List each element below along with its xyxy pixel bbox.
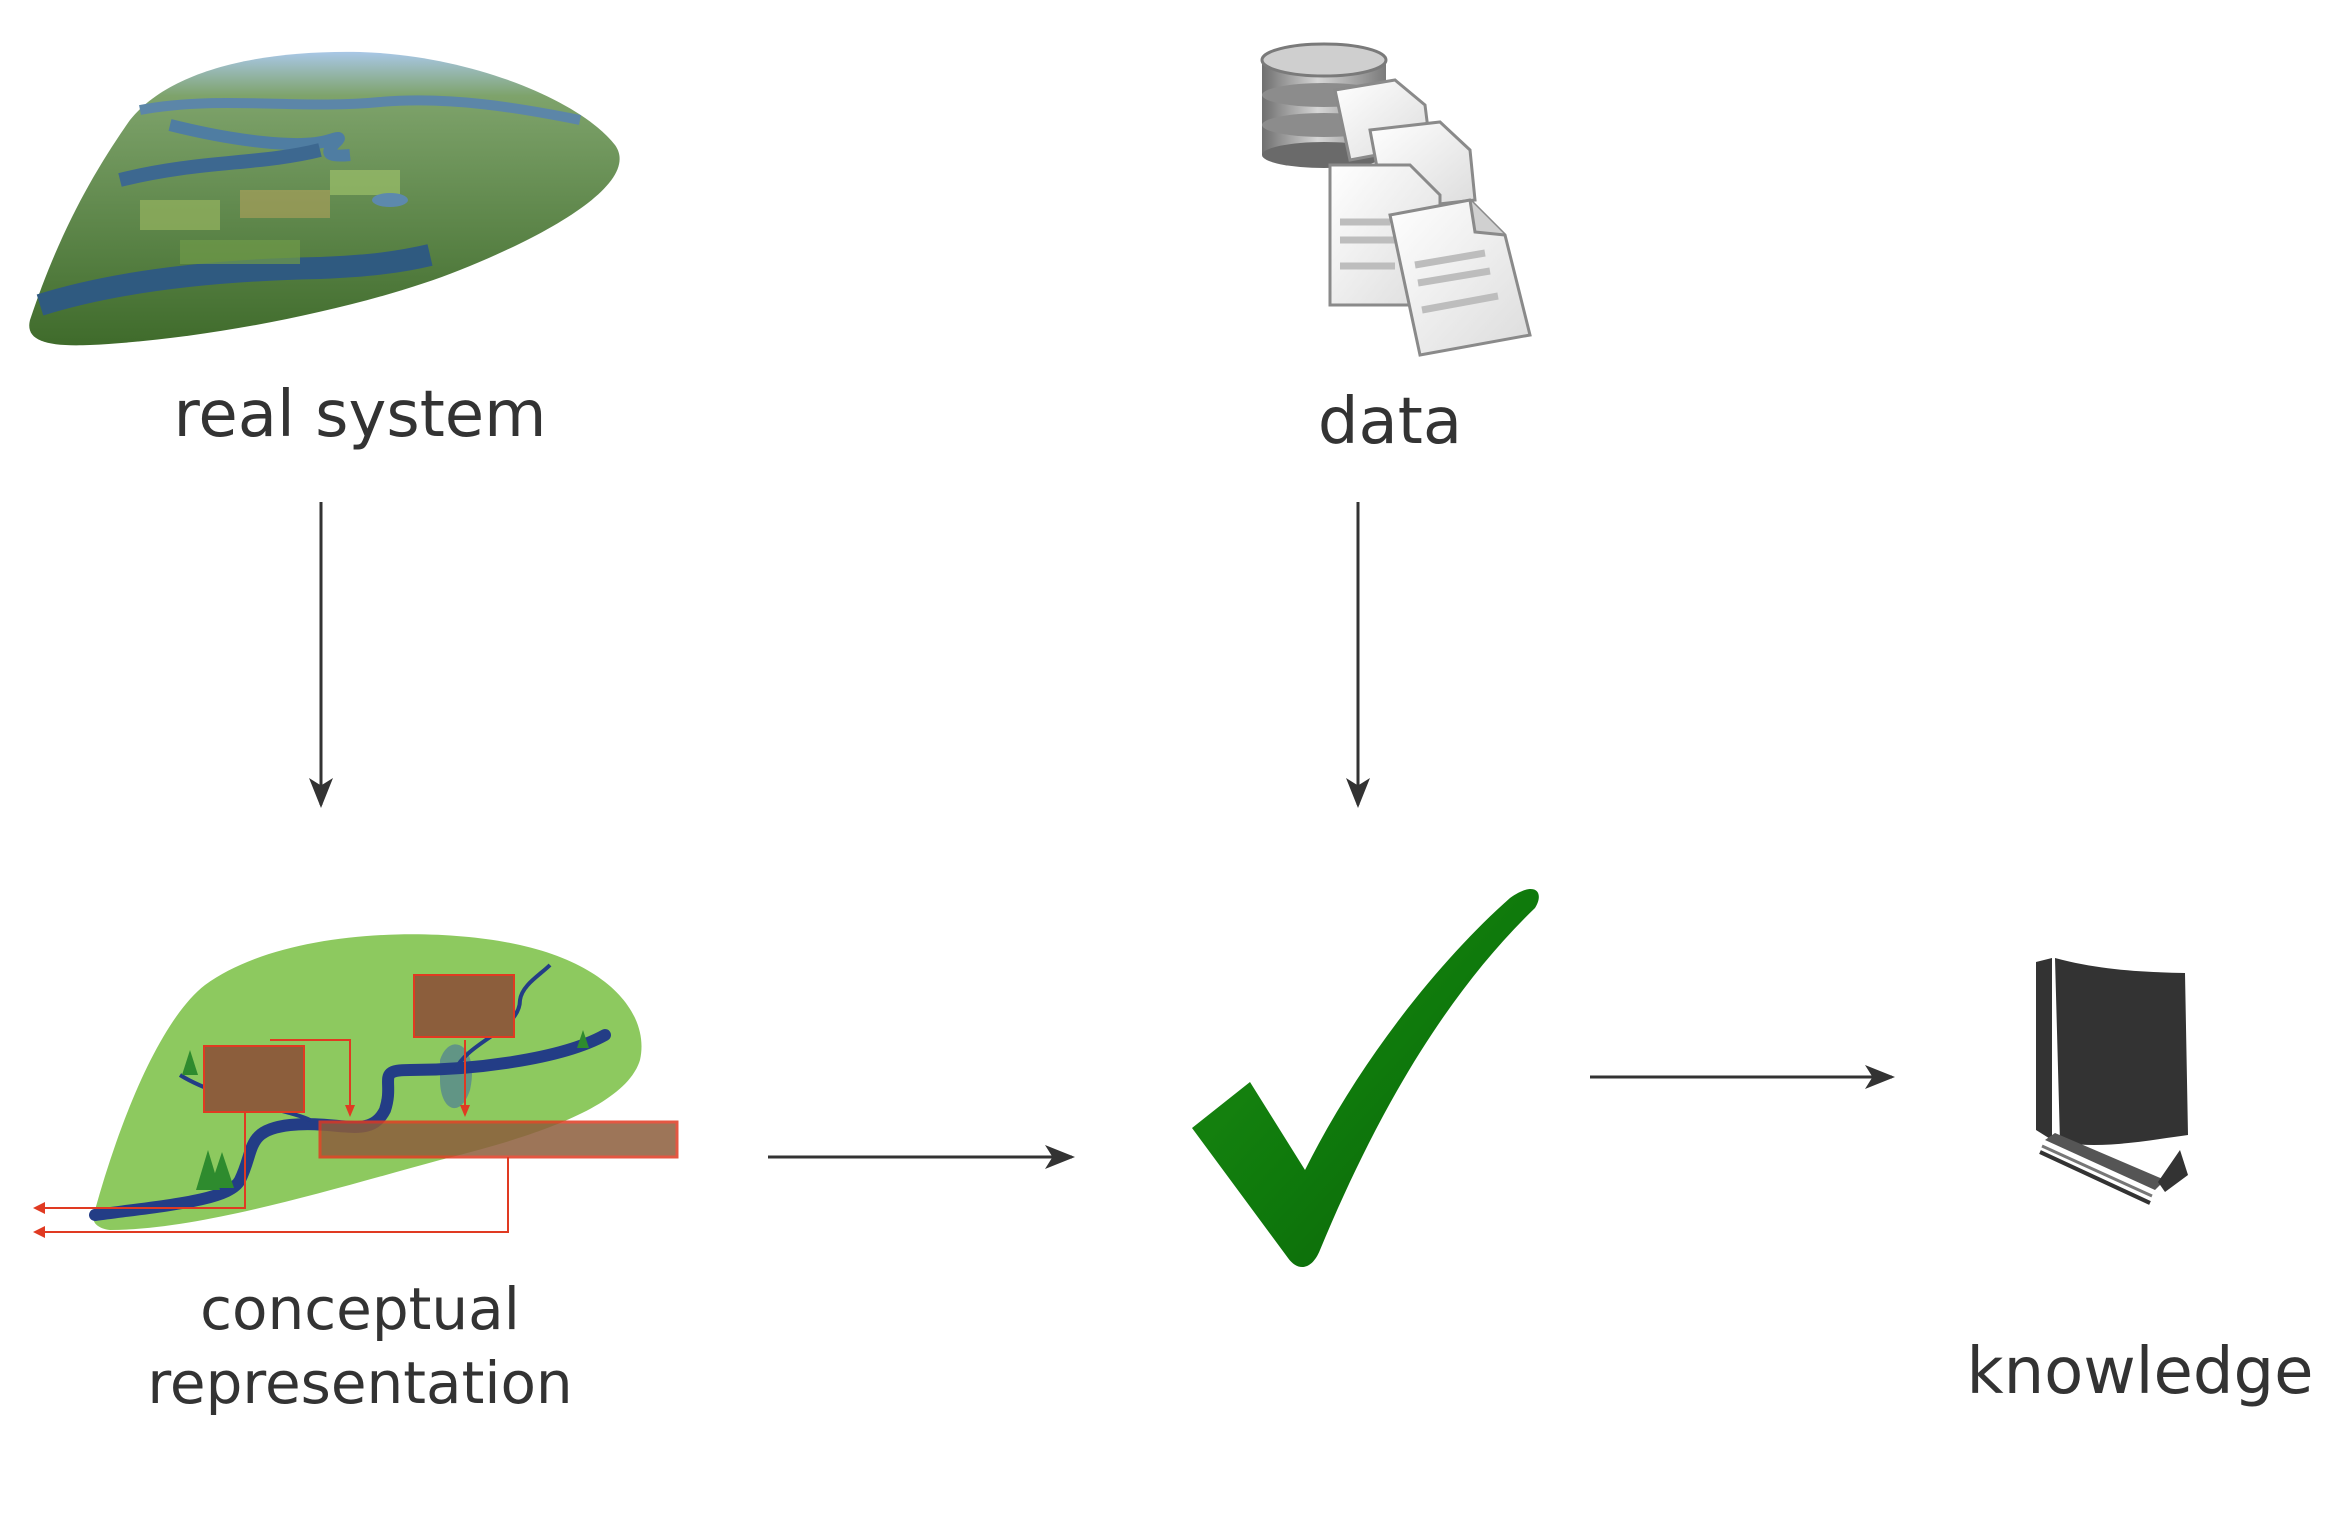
conceptual-landscape-icon bbox=[33, 934, 679, 1238]
conceptual-label-line2: representation bbox=[147, 1349, 573, 1417]
book-icon bbox=[2036, 958, 2188, 1205]
knowledge-label: knowledge bbox=[1966, 1335, 2314, 1409]
landscape-photo-icon bbox=[29, 51, 620, 346]
data-label: data bbox=[1317, 385, 1463, 459]
documents-icon bbox=[1328, 78, 1532, 357]
real-system-label: real system bbox=[173, 378, 547, 452]
conceptual-label-line1: conceptual bbox=[200, 1275, 520, 1343]
checkmark-icon bbox=[1192, 889, 1539, 1268]
conceptual-representation-label: conceptual representation bbox=[100, 1272, 620, 1420]
